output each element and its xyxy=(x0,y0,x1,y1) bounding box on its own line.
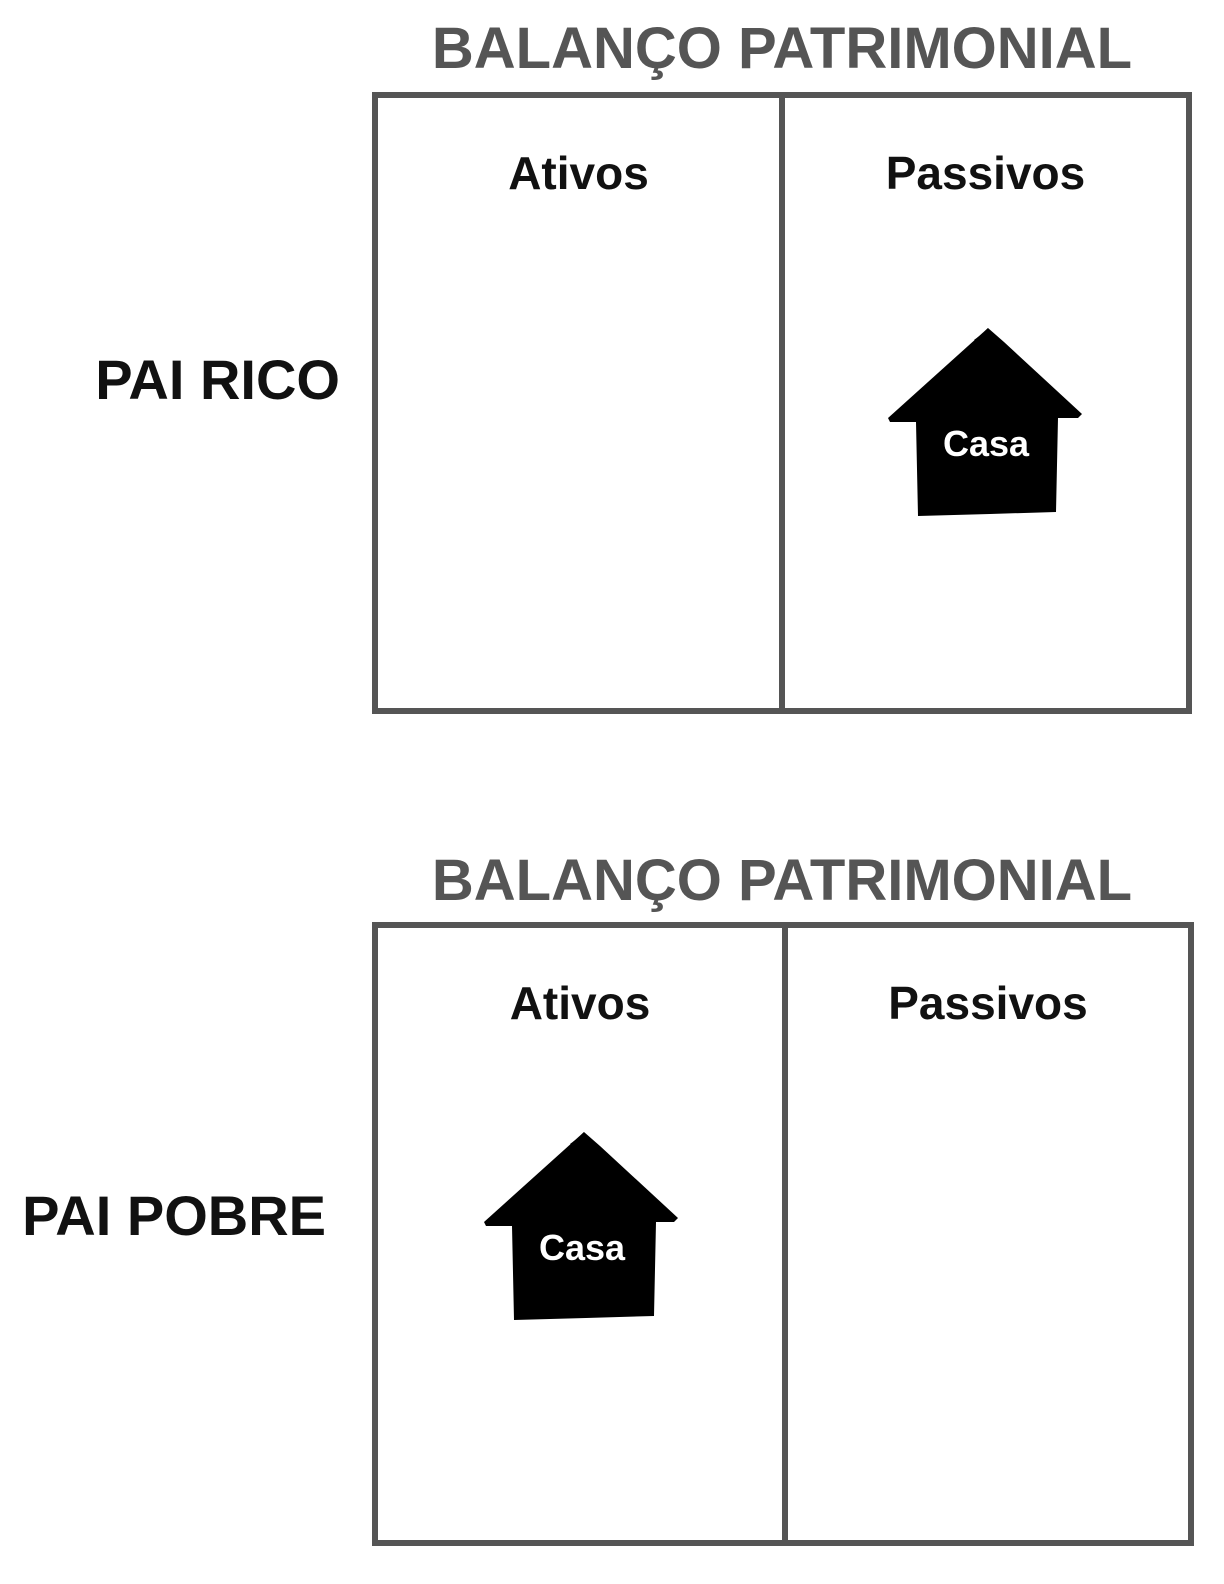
house-label: Casa xyxy=(886,426,1086,462)
balance-sheet-title: BALANÇO PATRIMONIAL xyxy=(372,852,1192,910)
house-label: Casa xyxy=(482,1230,682,1266)
house-item: Casa xyxy=(482,1130,682,1322)
assets-header: Ativos xyxy=(378,150,779,196)
liabilities-header: Passivos xyxy=(788,980,1188,1026)
assets-header: Ativos xyxy=(378,980,782,1026)
row-label-pai-pobre: PAI POBRE xyxy=(0,1188,326,1244)
liabilities-header: Passivos xyxy=(785,150,1186,196)
balance-sheet-pobre: Ativos Passivos Casa xyxy=(372,922,1194,1546)
row-label-pai-rico: PAI RICO xyxy=(0,352,340,408)
house-icon xyxy=(886,326,1086,518)
house-icon xyxy=(482,1130,682,1322)
house-item: Casa xyxy=(886,326,1086,518)
balance-sheet-rico: Ativos Passivos Casa xyxy=(372,92,1192,714)
balance-sheet-title: BALANÇO PATRIMONIAL xyxy=(372,20,1192,78)
